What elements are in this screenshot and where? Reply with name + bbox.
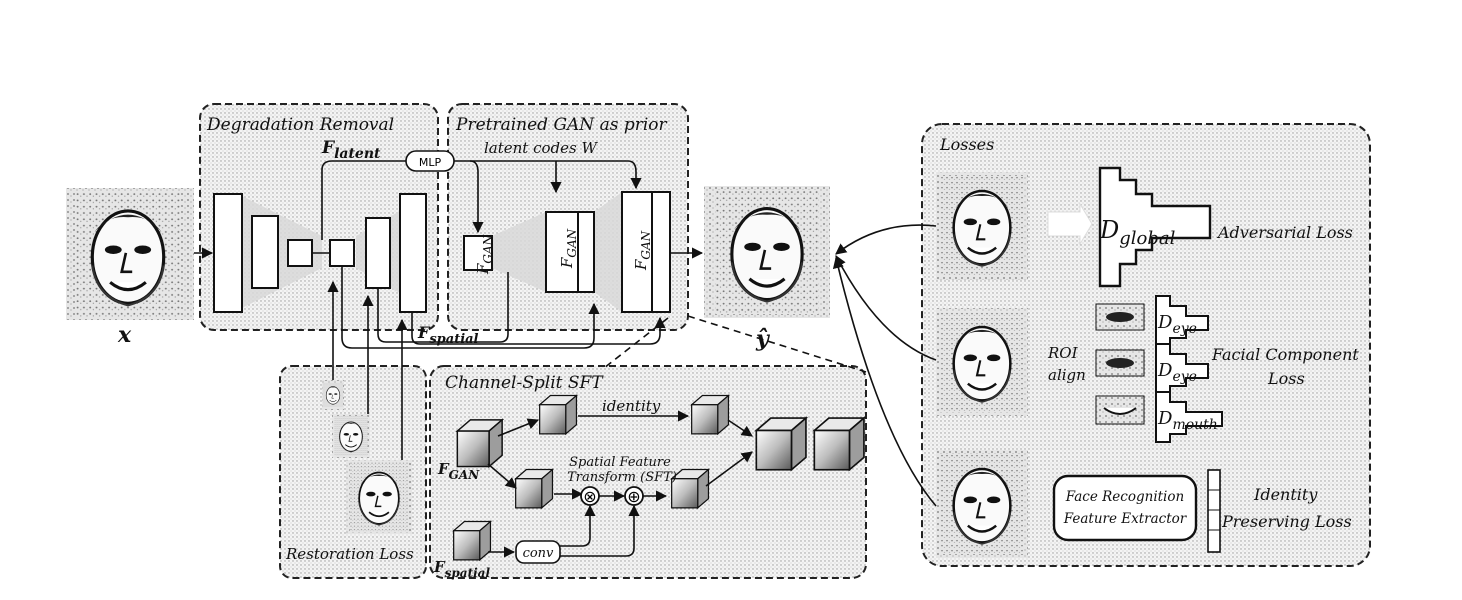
face-recognition-label: Face Recognition (1065, 489, 1184, 505)
f-gan-label-1: FGAN (474, 234, 495, 275)
preserving-loss-label: Preserving Loss (1221, 512, 1352, 531)
sft-f-spatial-cube (453, 520, 492, 561)
global-input-arrow (1047, 202, 1093, 246)
zoom-line-left (603, 317, 669, 369)
gan-block-3-split (651, 191, 671, 313)
pretrained-gan-title: Pretrained GAN as prior (455, 115, 668, 135)
identity-to-concat-arrow (727, 419, 753, 437)
d-global-discriminator (1098, 166, 1212, 288)
zoom-line-right (687, 315, 867, 373)
mlp-to-gan-block-1-wire (469, 160, 484, 234)
degradation-removal-title: Degradation Removal (206, 115, 394, 135)
sft-f-spatial-label: Fspatial (433, 558, 490, 580)
loss-face-3 (940, 454, 1024, 554)
spatial-wire-to-gan-3 (420, 316, 666, 345)
sft-transform-input-cube (515, 468, 554, 509)
d-mouth-discriminator (1155, 391, 1223, 443)
f-spatial-label: Fspatial (417, 323, 479, 347)
eye-crop-2-pupil (1106, 358, 1134, 368)
input-label: x (117, 322, 132, 348)
restoration-loss-title: Restoration Loss (285, 545, 414, 563)
conv-label: conv (523, 546, 554, 561)
gan-block-2-split (577, 211, 595, 293)
sft-concat-cube-2 (813, 417, 865, 471)
losses-title: Losses (939, 135, 994, 154)
f-gan-label-2: FGAN (558, 228, 579, 269)
mouth-crop-lips (1103, 407, 1137, 415)
d-mouth-label: Dmouth (1157, 408, 1218, 433)
decoder-block-2 (399, 193, 427, 313)
restoration-face-medium (334, 416, 368, 456)
encoder-block-3 (287, 239, 313, 267)
mlp-label: MLP (419, 156, 442, 169)
spatial-wire-to-gan-1 (377, 272, 509, 343)
identity-feature-vector (1207, 469, 1221, 553)
sft-caption-line2: Transform (SFT) (567, 470, 677, 485)
sft-concat-cube-1 (755, 417, 807, 471)
restoration-face-large (348, 462, 410, 532)
eye-crop-1-pupil (1106, 312, 1134, 322)
gan-block-3 (621, 191, 653, 313)
multiply-symbol: ⊗ (583, 487, 596, 506)
loss-face-2-to-output-arrow (835, 255, 937, 361)
encoder-block-1 (213, 193, 243, 313)
sft-f-gan-cube (456, 419, 503, 468)
gan-block-1 (463, 235, 493, 271)
spatial-wire-2 (411, 312, 421, 345)
sft-transform-output-cube (671, 468, 710, 509)
gan-funnel-2 (594, 192, 622, 312)
sft-to-transform-arrow (487, 463, 517, 489)
feature-extractor-label: Feature Extractor (1063, 511, 1188, 527)
channel-split-sft-title: Channel-Split SFT (445, 373, 604, 393)
losses-panel (921, 123, 1371, 567)
sft-identity-output-cube (691, 394, 730, 435)
add-symbol: ⊕ (627, 487, 640, 506)
f-gan-label-3: FGAN (632, 230, 653, 271)
conv-to-add-arrow (560, 504, 640, 557)
bottleneck-block (329, 239, 355, 267)
transform-to-concat-arrow (705, 451, 753, 487)
latent-to-mlp-wire (321, 160, 406, 240)
gan-funnel-1 (492, 212, 546, 292)
mlp-to-gan-block-3-wire (454, 160, 642, 190)
d-eye-label-1: Deye (1157, 312, 1197, 337)
conv-to-multiply-arrow (560, 504, 596, 547)
align-label: align (1048, 366, 1086, 384)
restoration-face-small (323, 382, 343, 408)
conv-block (515, 540, 561, 564)
identity-label: identity (602, 397, 661, 415)
roi-label: ROI (1047, 344, 1079, 362)
latent-codes-label: latent codes W (484, 139, 598, 157)
input-degraded-face-image (73, 192, 183, 318)
spatial-wire-1 (341, 266, 600, 349)
loss-face-1-to-output-arrow (835, 224, 937, 255)
adversarial-loss-label: Adversarial Loss (1216, 223, 1353, 242)
d-global-label: Dglobal (1099, 216, 1176, 249)
sft-to-identity-arrow (497, 418, 540, 437)
gan-block-2 (545, 211, 579, 293)
loss-face-2 (940, 312, 1024, 412)
sft-caption-line1: Spatial Feature (569, 455, 671, 470)
identity-label: Identity (1253, 485, 1318, 504)
output-restored-face-image (713, 190, 821, 314)
face-recognition-extractor (1052, 474, 1198, 542)
sft-identity-input-cube (539, 394, 578, 435)
facial-component-label-1: Facial Component (1211, 345, 1359, 364)
loss-face-3-to-output-arrow (832, 256, 937, 507)
facial-component-label-2: Loss (1267, 369, 1305, 388)
loss-face-1 (940, 176, 1024, 276)
d-eye-label-2: Deye (1157, 360, 1197, 385)
encoder-block-2 (251, 215, 279, 289)
f-latent-label: Flatent (321, 138, 381, 162)
decoder-block-1 (365, 217, 391, 289)
sft-f-gan-label: FGAN (437, 460, 480, 482)
